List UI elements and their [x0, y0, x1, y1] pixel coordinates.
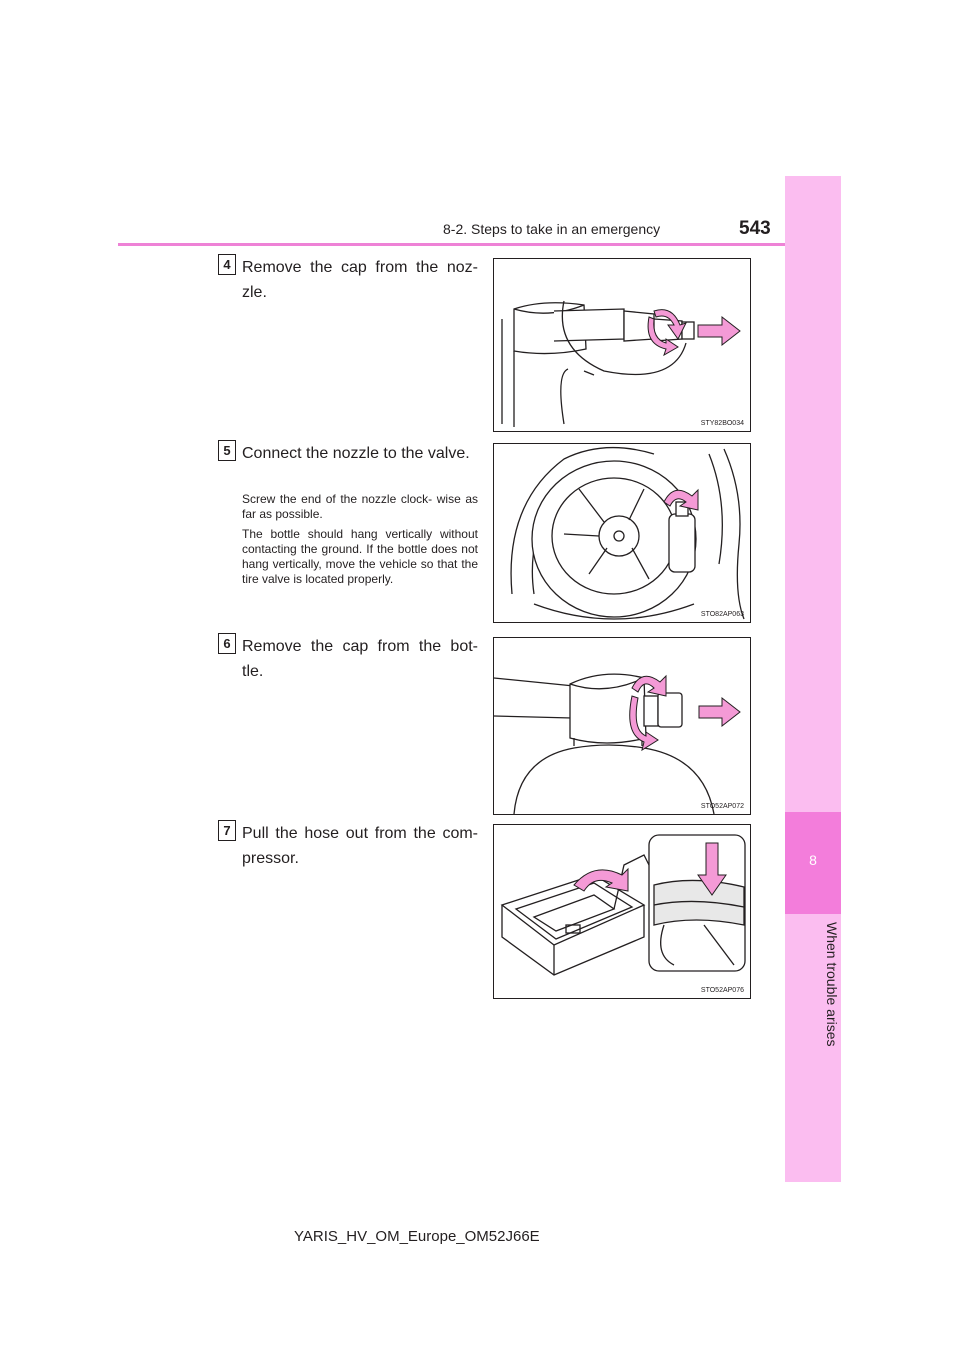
tire-valve-illustration	[510, 446, 745, 620]
step-7-text: Pull the hose out from the com- pressor.	[242, 825, 478, 867]
figure-code: STO52AP076	[700, 987, 744, 994]
side-chapter-box	[785, 812, 841, 914]
step-5-text: Connect the nozzle to the valve.	[242, 445, 470, 462]
side-chapter-number: 8	[809, 852, 817, 868]
figure-remove-bottle-cap: STO52AP072	[493, 637, 751, 815]
side-chapter-label: When trouble arises	[824, 922, 840, 1047]
step-number-4: 4	[218, 254, 236, 275]
figure-code: STO82AP063	[700, 611, 744, 618]
side-tab	[785, 176, 841, 1182]
step-number-6: 6	[218, 633, 236, 654]
step-number-7: 7	[218, 820, 236, 841]
step-4-text: Remove the cap from the noz- zle.	[242, 259, 478, 301]
step-6-text: Remove the cap from the bot- tle.	[242, 638, 478, 680]
figure-connect-nozzle-valve: STO82AP063	[493, 443, 751, 623]
section-title: 8-2. Steps to take in an emergency	[443, 221, 661, 237]
compressor-hose-illustration	[500, 834, 746, 976]
figure-pull-hose: STO52AP076	[493, 824, 751, 999]
step-number-5: 5	[218, 440, 236, 461]
nozzle-cap-illustration	[501, 300, 741, 427]
page-number: 543	[739, 218, 771, 239]
document-code: YARIS_HV_OM_Europe_OM52J66E	[294, 1228, 540, 1245]
figure-code: STO52AP072	[700, 803, 744, 810]
figure-code: STY82BO034	[700, 420, 744, 427]
step-5-notes: Screw the end of the nozzle clock- wise …	[242, 492, 478, 592]
step-5-note: Screw the end of the nozzle clock- wise …	[242, 492, 478, 521]
bottle-cap-illustration	[494, 673, 741, 814]
step-5-note: The bottle should hang vertically withou…	[242, 527, 478, 586]
header-rule	[118, 243, 785, 246]
figure-remove-nozzle-cap: STY82BO034	[493, 258, 751, 432]
